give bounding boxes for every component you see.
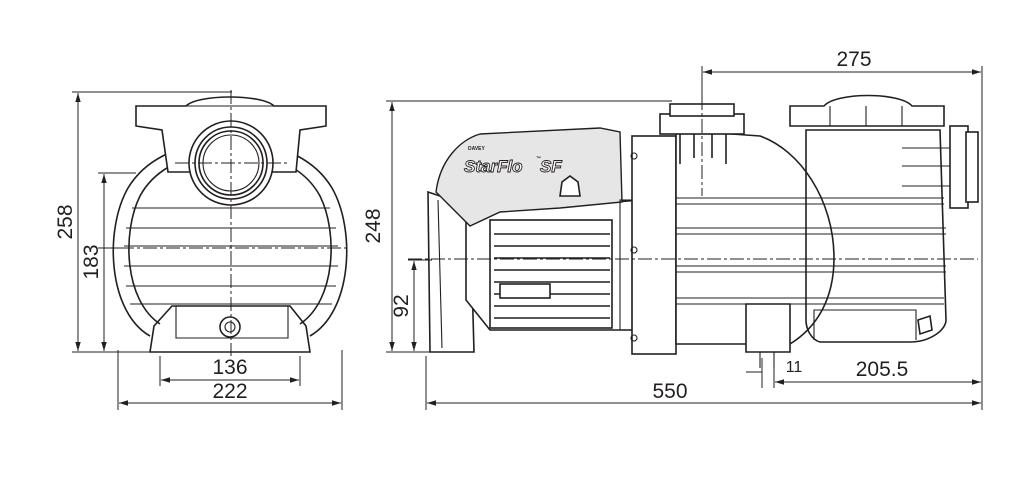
front-base xyxy=(149,305,311,353)
side-dimensions: 248 92 275 550 205.5 11 xyxy=(362,48,983,410)
brand-model: StarFlo xyxy=(464,157,523,176)
dim-side-axis-height: 92 xyxy=(390,294,413,317)
dim-front-overall-height: 258 xyxy=(54,204,77,239)
inlet-port xyxy=(902,125,979,209)
dim-side-overall-height: 248 xyxy=(362,208,385,243)
side-ribs xyxy=(676,197,946,305)
dim-front-axis-height: 183 xyxy=(80,244,103,279)
drain-valve xyxy=(917,314,933,336)
dim-front-overall-width: 222 xyxy=(212,380,247,403)
fan-grill xyxy=(489,219,613,329)
front-dimensions: 258 183 136 222 xyxy=(54,91,343,410)
brand-maker: DAVEY xyxy=(468,146,486,152)
switch xyxy=(559,175,581,197)
pump-housing xyxy=(675,129,835,345)
dim-foot-width: 11 xyxy=(786,359,803,376)
motor-hood xyxy=(435,127,623,227)
strainer-lid xyxy=(789,94,945,127)
front-view xyxy=(112,90,348,356)
side-view: DAVEY StarFlo ™ SF xyxy=(408,94,979,368)
dim-foot-to-end: 205.5 xyxy=(856,358,909,381)
dim-front-foot-spacing: 136 xyxy=(212,356,247,379)
pump-foot xyxy=(745,303,791,353)
dim-overall-length: 550 xyxy=(652,380,687,403)
drain-plug xyxy=(219,316,241,338)
brand-suffix: SF xyxy=(540,157,562,176)
adaptor-flange xyxy=(631,135,677,355)
dim-inlet-to-end: 275 xyxy=(836,48,871,71)
strainer-housing xyxy=(805,129,947,343)
brand-tm: ™ xyxy=(536,156,541,162)
